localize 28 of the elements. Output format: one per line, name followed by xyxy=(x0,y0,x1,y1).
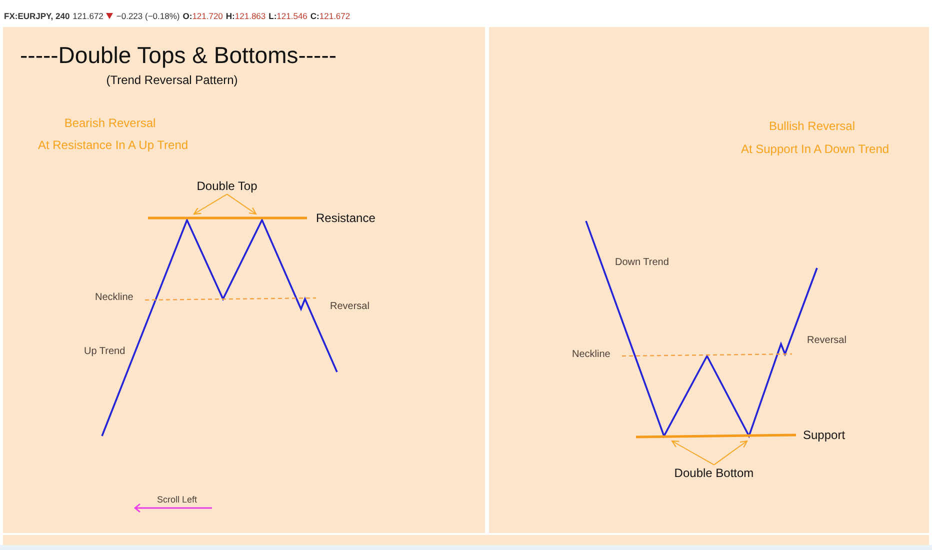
pattern-heading: Bearish Reversal xyxy=(64,116,156,130)
open-price: O:121.720 xyxy=(182,11,223,22)
callout-label: Double Bottom xyxy=(674,466,754,480)
price-change: −0.223 (−0.18%) xyxy=(116,11,180,22)
leader-line xyxy=(714,440,748,466)
trend-label: Up Trend xyxy=(84,346,126,358)
scroll-hint: Scroll Left xyxy=(156,494,198,506)
level-label: Resistance xyxy=(316,210,376,226)
title: -----Double Tops & Bottoms----- xyxy=(20,42,337,70)
leader-line xyxy=(671,440,714,466)
high-price: H:121.863 xyxy=(226,11,266,22)
leader-line xyxy=(226,194,257,215)
annotation-label: Reversal xyxy=(807,335,846,347)
ticker-label: FX:EURJPY, 240 xyxy=(4,11,70,22)
pattern-description: At Support In A Down Trend xyxy=(740,142,890,156)
callout-label: Double Top xyxy=(196,178,258,194)
low-price: L:121.546 xyxy=(268,11,308,22)
subtitle: (Trend Reversal Pattern) xyxy=(106,72,238,88)
neckline-label: Neckline xyxy=(572,349,610,361)
pattern-description: At Resistance In A Up Trend xyxy=(38,138,188,152)
close-price: C:121.672 xyxy=(310,11,350,22)
trend-label: Down Trend xyxy=(615,257,669,269)
pattern-heading: Bullish Reversal xyxy=(768,118,856,134)
neckline-label: Neckline xyxy=(95,292,134,304)
level-label: Support xyxy=(803,428,846,442)
leader-line xyxy=(193,194,228,215)
annotation-label: Reversal xyxy=(330,301,370,313)
price-value: 121.672 xyxy=(72,11,104,22)
